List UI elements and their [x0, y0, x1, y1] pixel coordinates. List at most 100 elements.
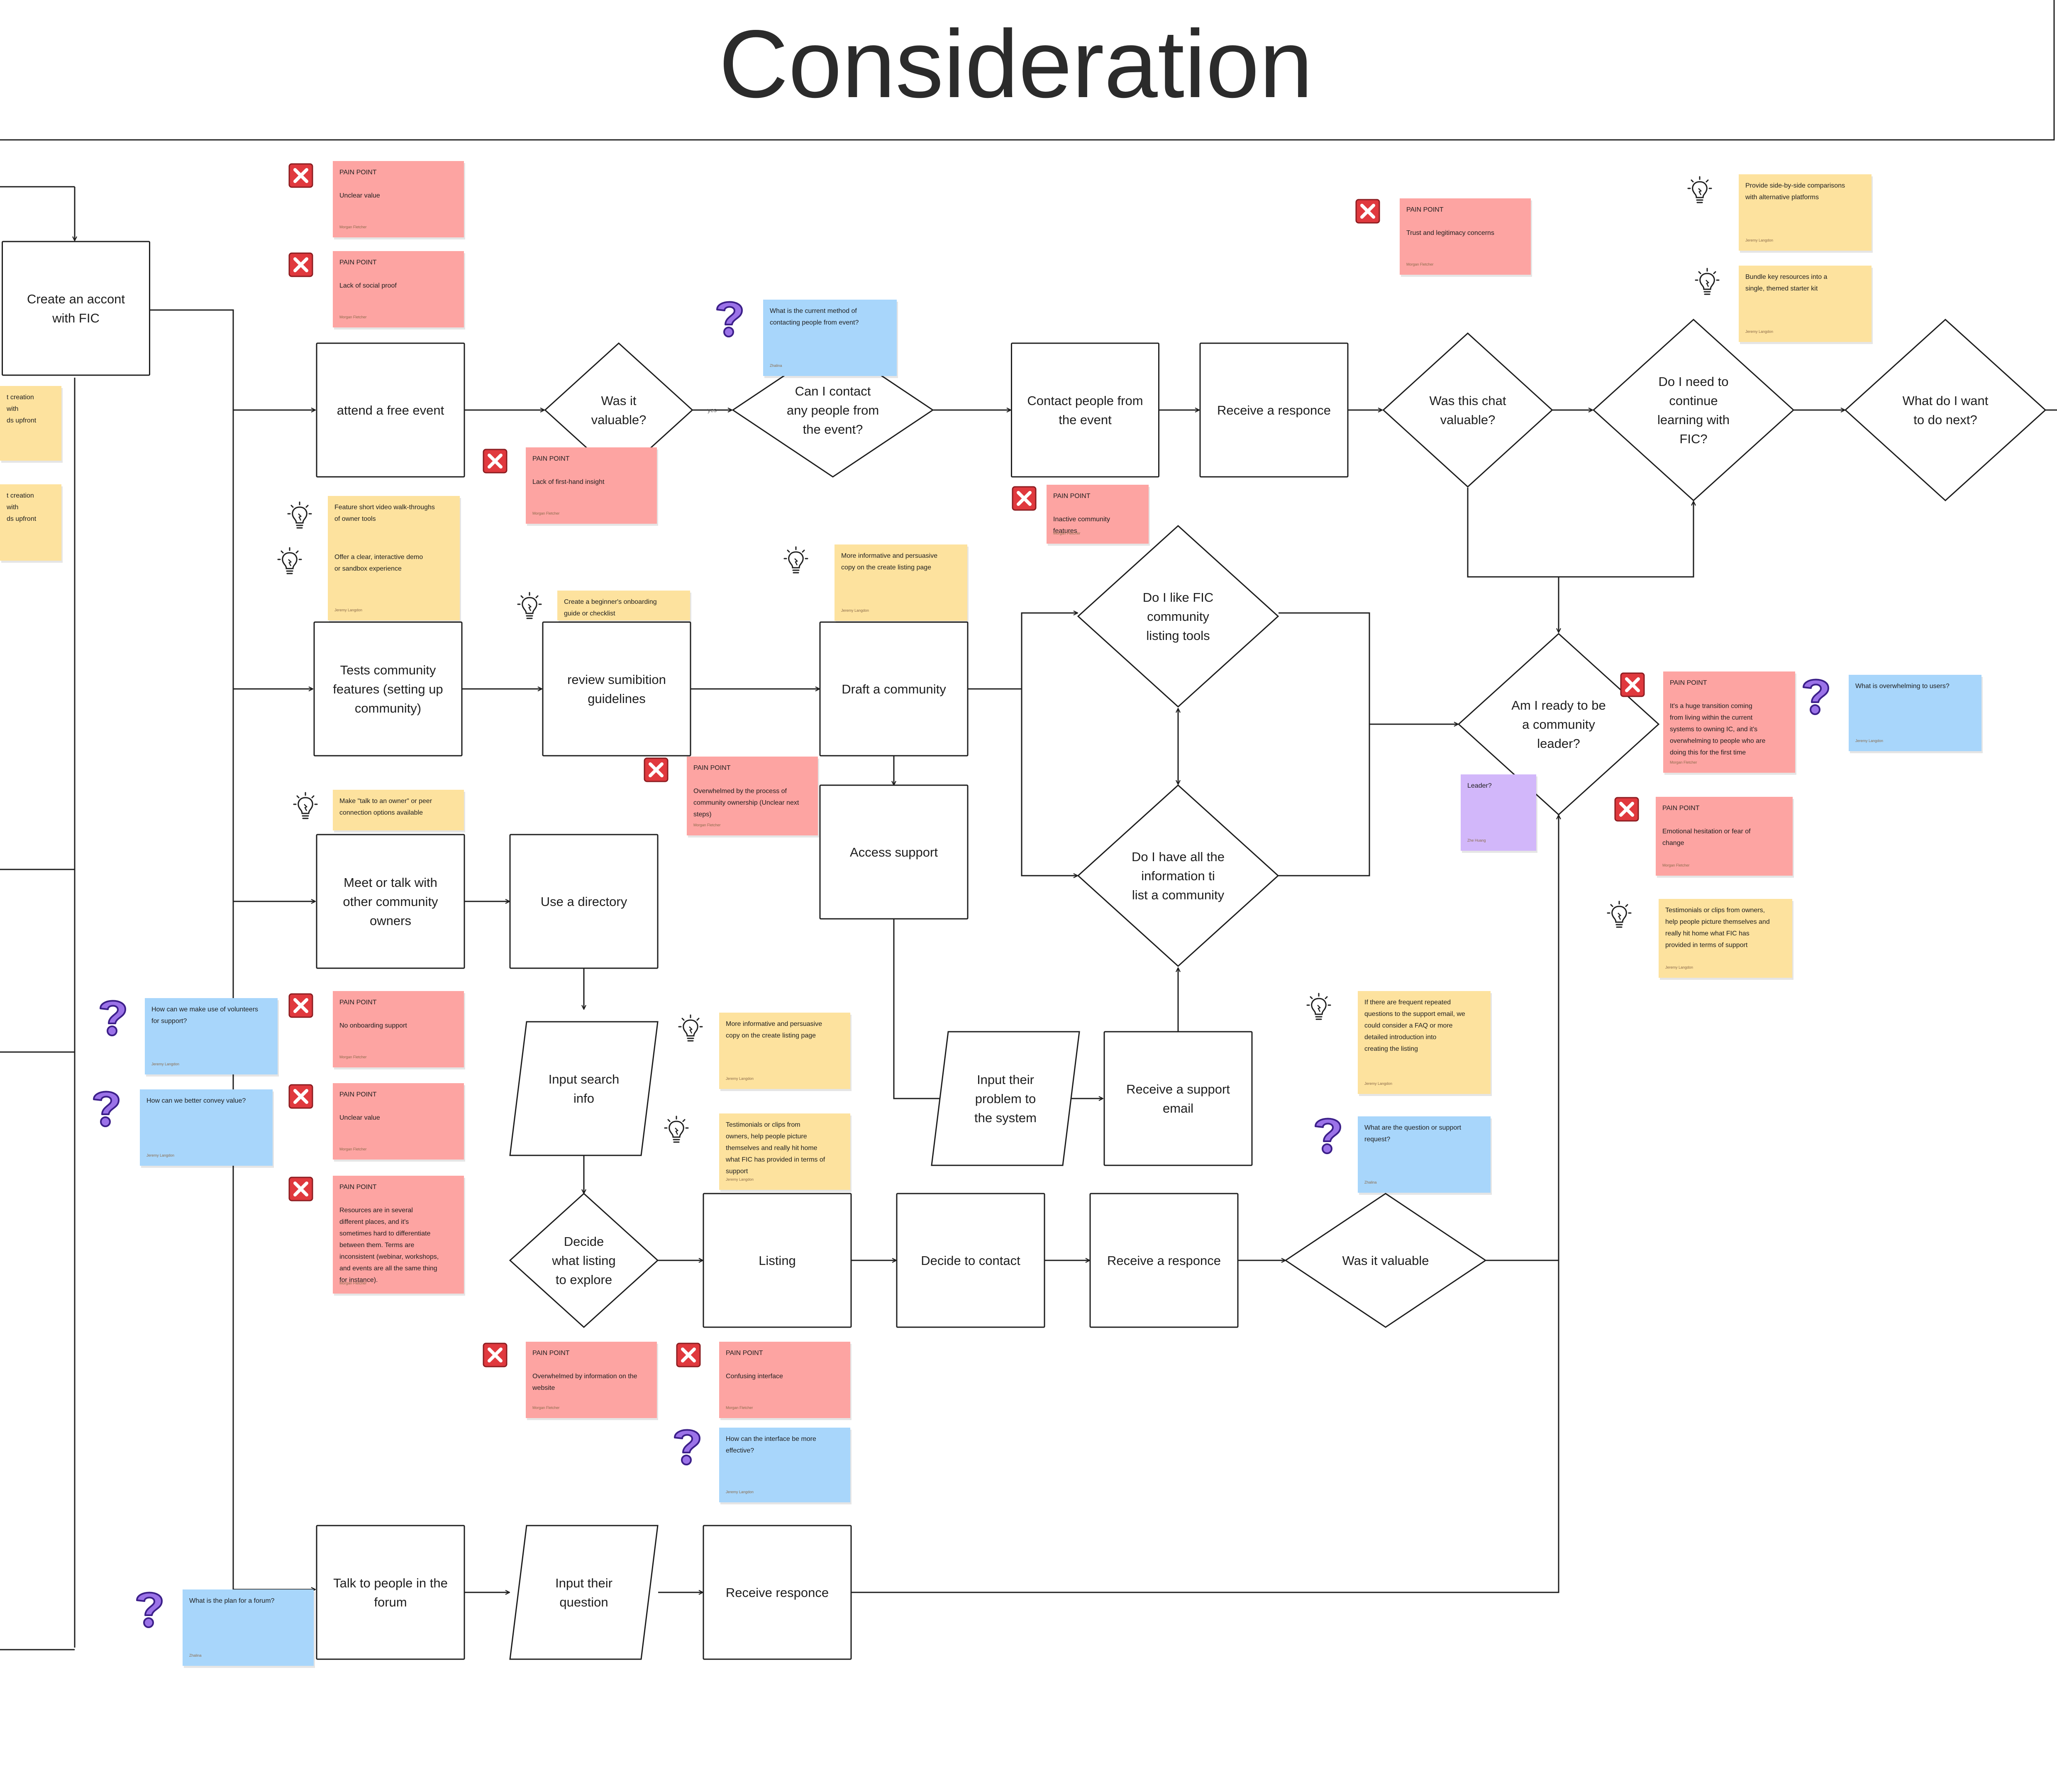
sticky-author: Jeremy Langdon — [841, 608, 869, 613]
sticky-body: Leader? — [1467, 782, 1492, 789]
sticky-heading: PAIN POINT — [339, 259, 377, 266]
node-attend[interactable]: attend a free event — [316, 342, 465, 478]
sticky-q_overwhelming[interactable]: What is overwhelming to users?Jeremy Lan… — [1849, 675, 1983, 753]
node-directory[interactable]: Use a directory — [509, 834, 659, 969]
sticky-body: Confusing interface — [726, 1373, 783, 1380]
node-receive3[interactable]: Receive responce — [703, 1525, 852, 1660]
node-valuable2[interactable]: Was it valuable — [1284, 1193, 1487, 1328]
sticky-u_leader[interactable]: Leader?Zhe Huang — [1461, 774, 1537, 853]
node-label: Receive a responce — [1107, 1253, 1221, 1268]
cross-icon — [289, 1085, 312, 1108]
sticky-author: Morgan Fletcher — [693, 823, 721, 827]
node-label: Listing — [759, 1253, 796, 1268]
bulb-icon — [277, 547, 302, 574]
edge-like-info-right — [1279, 612, 1370, 876]
node-receive1[interactable]: Receive a responce — [1199, 342, 1349, 478]
sticky-p_website[interactable]: PAIN POINT Overwhelmed by information on … — [526, 1342, 658, 1420]
sticky-author: Jeremy Langdon — [1745, 238, 1773, 242]
node-label: attend a free event — [337, 403, 444, 417]
bulb-icon — [1687, 176, 1712, 203]
node-access[interactable]: Access support — [819, 784, 969, 920]
sticky-heading: PAIN POINT — [1670, 679, 1707, 686]
sticky-q_forum[interactable]: What is the plan for a forum?Zhalina — [183, 1589, 315, 1668]
cross-icon — [677, 1343, 700, 1367]
sticky-i_testimonials2[interactable]: Testimonials or clips from owners,help p… — [1659, 899, 1793, 980]
node-receive2[interactable]: Receive a responce — [1089, 1193, 1239, 1328]
cross-icon — [289, 164, 312, 187]
sticky-heading: PAIN POINT — [532, 1350, 570, 1357]
sticky-author: Morgan Fletcher — [726, 1406, 753, 1410]
sticky-heading: PAIN POINT — [1406, 206, 1444, 213]
sticky-q_convey[interactable]: How can we better convey value?Jeremy La… — [140, 1089, 274, 1168]
sticky-heading: PAIN POINT — [1053, 493, 1091, 500]
sticky-body: How can we better convey value? — [146, 1097, 246, 1104]
question-icon — [716, 301, 743, 337]
sticky-heading: PAIN POINT — [339, 1091, 377, 1098]
node-decide_contact[interactable]: Decide to contact — [896, 1193, 1045, 1328]
node-listing[interactable]: Listing — [703, 1193, 852, 1328]
node-draft[interactable]: Draft a community — [819, 621, 969, 757]
